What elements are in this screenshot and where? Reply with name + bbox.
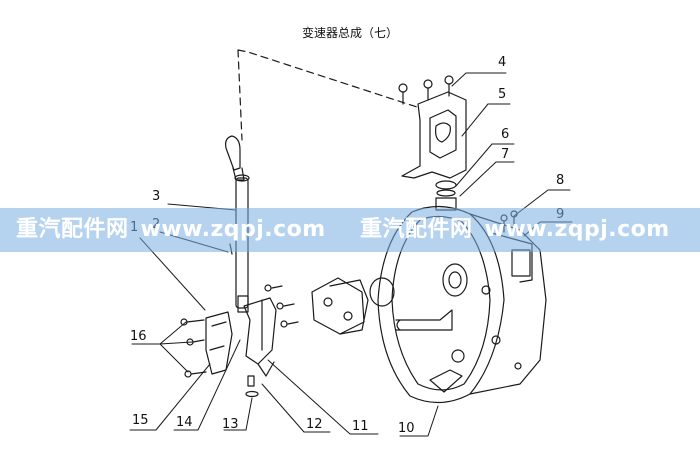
watermark-url-left: www.zqpj.com (140, 217, 326, 242)
callout-5: 5 (498, 87, 507, 102)
callout-7: 7 (501, 147, 510, 162)
callout-6: 6 (501, 127, 510, 142)
callout-8: 8 (556, 173, 565, 188)
callout-16: 16 (130, 329, 147, 344)
part-seal-rings (435, 180, 457, 211)
watermark-cn-right: 重汽配件网 (360, 217, 473, 242)
part-bolts-middle (264, 284, 299, 328)
watermark-banner (0, 208, 700, 252)
alignment-dashed-line (237, 49, 421, 141)
part-bracket (401, 91, 467, 179)
part-bolts-top (398, 75, 454, 105)
callout-10: 10 (398, 421, 415, 436)
watermark-right: 重汽配件网 www.zqpj.com (360, 214, 670, 246)
part-lever-bracket (180, 311, 233, 378)
watermark-left: 重汽配件网 www.zqpj.com (16, 214, 326, 246)
watermark-url-right: www.zqpj.com (484, 217, 670, 242)
callout-14: 14 (176, 415, 193, 430)
callout-3: 3 (152, 189, 161, 204)
part-washer (245, 375, 259, 398)
callout-11: 11 (352, 419, 369, 434)
watermark-cn-left: 重汽配件网 (16, 217, 129, 242)
callout-13: 13 (222, 417, 239, 432)
callout-15: 15 (132, 413, 149, 428)
diagram-title: 变速器总成（七） (301, 26, 398, 40)
callout-4: 4 (498, 55, 507, 70)
part-shift-yoke (243, 297, 277, 377)
callout-12: 12 (306, 417, 323, 432)
part-cover-plates (311, 277, 369, 335)
